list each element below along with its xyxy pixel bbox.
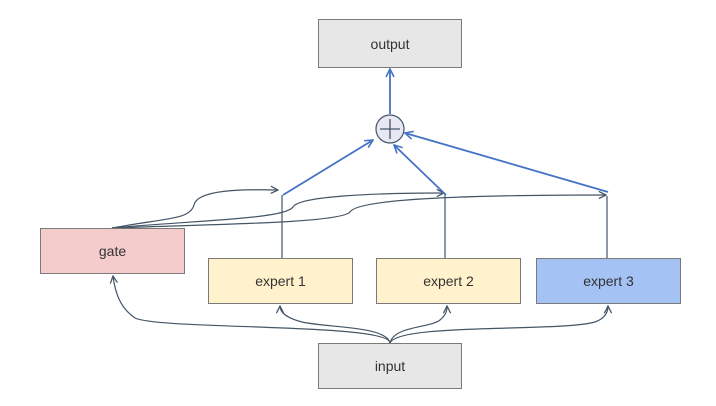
edge-input-to-expert-3 (389, 306, 608, 344)
edge-expert-1-to-sum (282, 140, 373, 196)
expert-1-label: expert 1 (255, 273, 306, 289)
expert-2-box: expert 2 (376, 258, 521, 304)
plus-icon (380, 119, 400, 139)
output-box: output (318, 19, 462, 68)
input-box: input (318, 343, 462, 389)
output-label: output (370, 35, 410, 52)
input-label: input (374, 358, 406, 374)
sum-node (375, 114, 405, 144)
expert-3-label: expert 3 (583, 273, 634, 289)
edge-gate-to-expert-2 (111, 193, 444, 229)
edge-expert-2-to-sum (394, 145, 447, 196)
edge-expert-3-to-sum (405, 133, 609, 193)
gate-box: gate (40, 228, 185, 274)
edge-gate-to-expert-3 (111, 195, 606, 229)
edge-input-to-gate (113, 276, 391, 344)
edge-gate-to-expert-1 (111, 190, 278, 229)
expert-1-box: expert 1 (208, 258, 353, 304)
expert-3-box: expert 3 (536, 258, 681, 304)
edge-input-to-expert-2 (389, 306, 447, 344)
edge-input-to-expert-1 (280, 306, 391, 344)
gate-label: gate (98, 243, 127, 259)
expert-2-label: expert 2 (423, 273, 474, 289)
